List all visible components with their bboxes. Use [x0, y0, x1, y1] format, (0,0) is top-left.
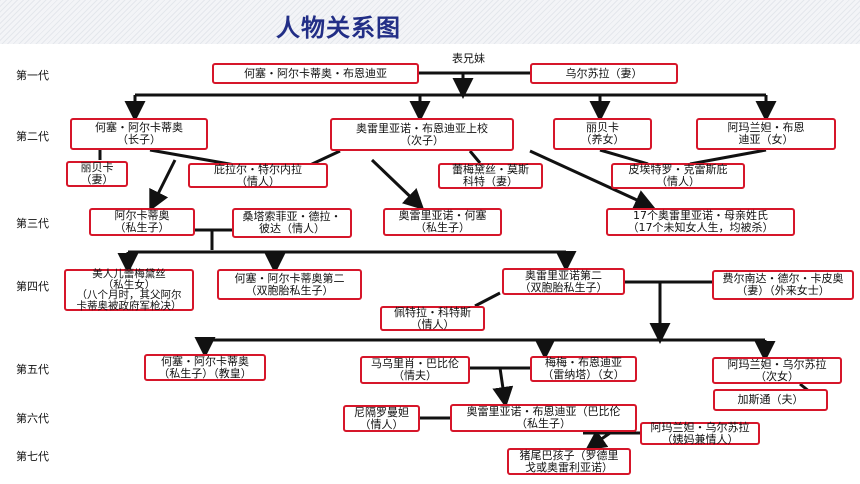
person-aureliano-colonel: 奥雷里亚诺・布恩迪亚上校 （次子）: [330, 118, 514, 151]
person-jose-arcadio-eldest: 何塞・阿尔卡蒂奥 （长子）: [70, 118, 208, 150]
generation-label-4: 第四代: [16, 280, 49, 293]
person-arcadio: 阿尔卡蒂奥 （私生子）: [89, 208, 195, 236]
person-petra-cotes: 佩特拉・科特斯 （情人）: [380, 306, 485, 331]
person-nigromanta: 尼隔罗曼妲 （情人）: [343, 405, 420, 432]
person-aureliano-babilonia: 奥雷里亚诺・布恩迪亚（巴比伦 （私生子）: [450, 404, 637, 432]
generation-label-5: 第五代: [16, 363, 49, 376]
title-bar: [0, 0, 860, 44]
generation-label-3: 第三代: [16, 217, 49, 230]
person-remedios-beauty: 美人儿蕾梅黛丝 （私生女） （八个月时，其父阿尔 卡蒂奥被政府军枪决）: [64, 269, 194, 311]
person-pietro-crespi: 皮埃特罗・克雷斯庇 （情人）: [611, 163, 745, 189]
person-fernanda: 费尔南达・德尔・卡皮奥 （妻）（外来女士）: [712, 270, 854, 300]
generation-label-7: 第七代: [16, 450, 49, 463]
person-pig-tail-child: 猪尾巴孩子（罗德里 戈或奥雷利亚诺）: [507, 448, 631, 475]
person-rebeca-adopted: 丽贝卡 （养女）: [553, 118, 652, 150]
person-pilar-ternera: 庇拉尔・特尔内拉 （情人）: [188, 163, 328, 188]
person-rebeca-wife: 丽贝卡 （妻）: [66, 161, 128, 187]
cousins-label: 表兄妹: [452, 52, 485, 65]
person-amaranta: 阿玛兰妲・布恩 迪亚（女）: [696, 118, 836, 150]
person-jose-arcadio-segundo: 何塞・阿尔卡蒂奥第二 （双胞胎私生子）: [217, 269, 362, 300]
person-ursula: 乌尔苏拉（妻）: [530, 63, 678, 84]
person-gaston: 加斯通（夫）: [713, 389, 828, 411]
generation-label-2: 第二代: [16, 130, 49, 143]
person-mauricio-babilonia: 马乌里肖・巴比伦 （情夫）: [360, 356, 470, 384]
generation-label-6: 第六代: [16, 412, 49, 425]
person-amaranta-ursula-lover: 阿玛兰妲・乌尔苏拉 （姨妈兼情人）: [640, 421, 760, 445]
page-title: 人物关系图: [276, 14, 401, 42]
person-jose-arcadio-buendia: 何塞・阿尔卡蒂奥・布恩迪亚: [212, 63, 419, 84]
person-santa-sofia: 桑塔索菲亚・德拉・ 彼达（情人）: [232, 208, 352, 238]
person-amaranta-ursula: 阿玛兰妲・乌尔苏拉 （次女）: [712, 357, 842, 384]
person-aureliano-segundo: 奥雷里亚诺第二 （双胞胎私生子）: [502, 268, 625, 295]
generation-label-1: 第一代: [16, 69, 49, 82]
person-jose-arcadio-priest: 何塞・阿尔卡蒂奥 （私生子）（教皇）: [144, 354, 266, 381]
person-aureliano-jose: 奥雷里亚诺・何塞 （私生子）: [383, 208, 502, 236]
person-seventeen-aurelianos: 17个奥雷里亚诺・母亲姓氏 （17个未知女人生，均被杀）: [606, 208, 795, 236]
person-meme: 梅梅・布恩迪亚 （雷纳塔）（女）: [530, 356, 637, 382]
person-remedios-moscote: 蕾梅黛丝・莫斯 科特（妻）: [438, 163, 543, 189]
